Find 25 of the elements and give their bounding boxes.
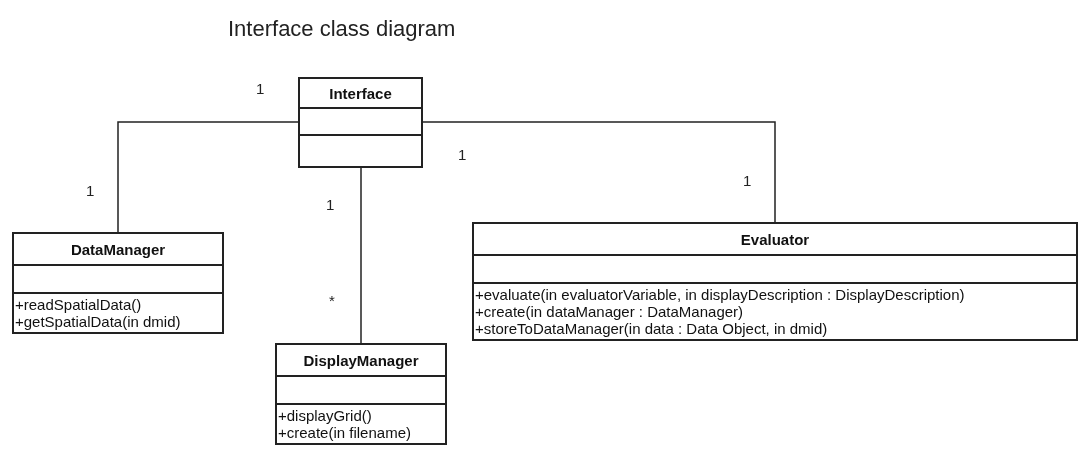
multiplicity-label: 1 — [256, 80, 265, 97]
multiplicity-label: * — [329, 292, 335, 309]
method-text: +displayGrid() — [278, 407, 373, 424]
multiplicity-label: 1 — [743, 172, 752, 189]
association-line — [422, 121, 776, 223]
method-text: +readSpatialData() — [15, 296, 143, 313]
class-name: Evaluator — [740, 230, 810, 248]
method-text: +create(in dataManager : DataManager) — [475, 303, 745, 320]
association-line — [117, 121, 299, 233]
class-box — [298, 77, 423, 168]
class-box — [472, 222, 1078, 341]
class-box — [12, 232, 224, 334]
method-text: +create(in filename) — [278, 424, 412, 441]
class-name: Interface — [329, 84, 392, 102]
class-name: DisplayManager — [303, 351, 419, 369]
multiplicity-label: 1 — [458, 146, 467, 163]
multiplicity-label: 1 — [326, 196, 335, 213]
class-name: DataManager — [70, 240, 166, 258]
method-text: +storeToDataManager(in data : Data Object, in dmid) — [475, 320, 829, 337]
diagram-title: Interface class diagram — [228, 16, 456, 42]
method-text: +evaluate(in evaluatorVariable, in displayDescription : DisplayDescription) — [475, 286, 966, 303]
association-line — [360, 167, 362, 344]
multiplicity-label: 1 — [86, 182, 95, 199]
class-box — [275, 343, 447, 445]
method-text: +getSpatialData(in dmid) — [15, 313, 182, 330]
